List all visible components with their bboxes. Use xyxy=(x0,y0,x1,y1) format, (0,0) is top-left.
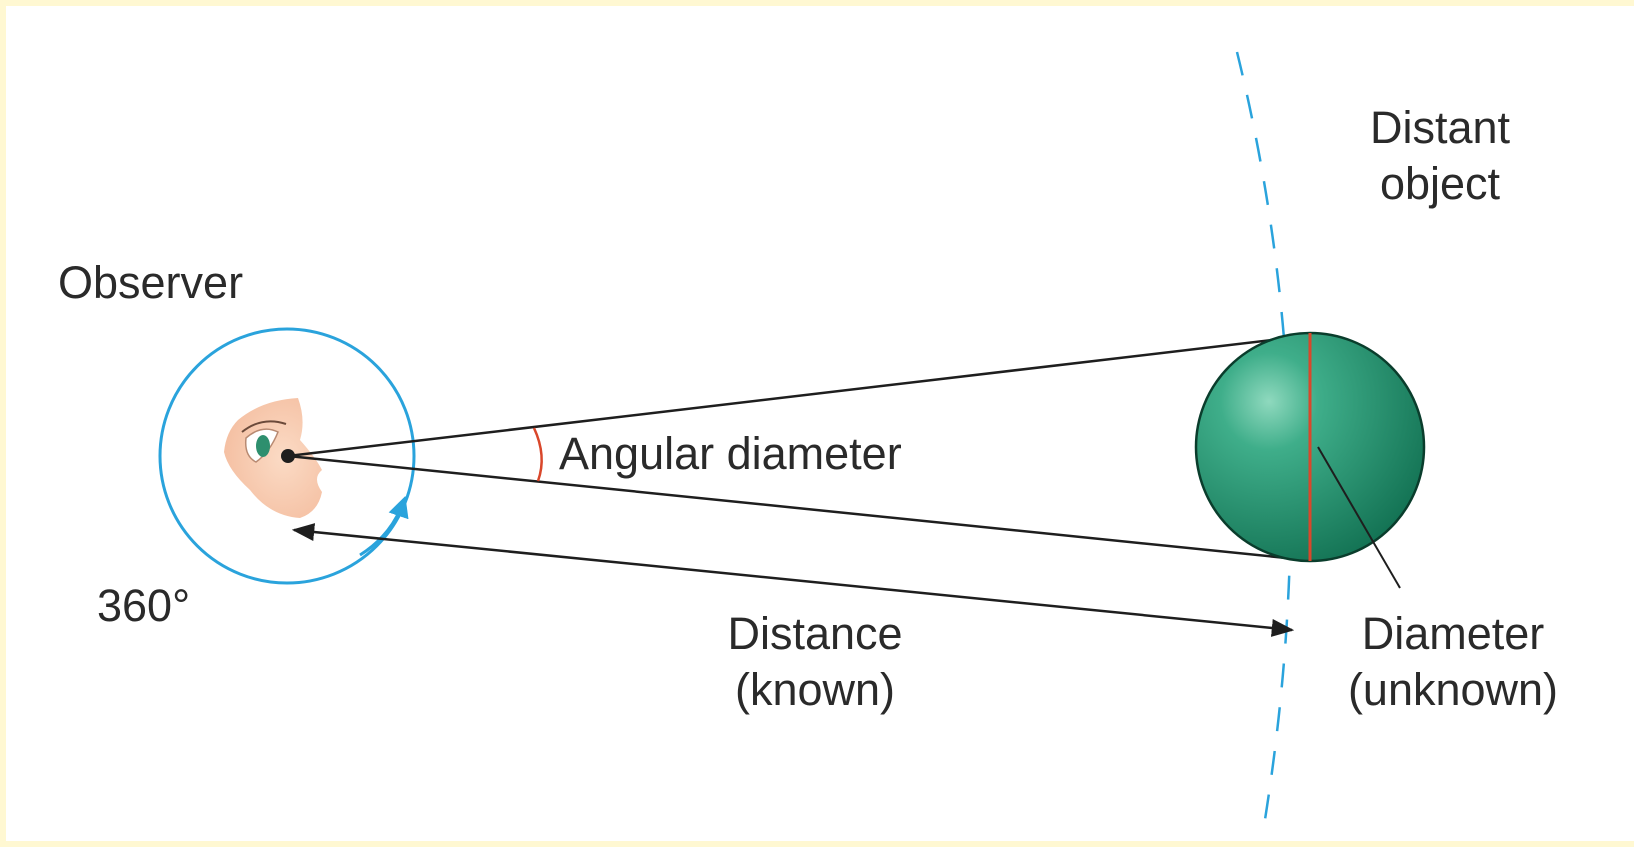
diameter-leader xyxy=(1317,446,1401,589)
observer-circle xyxy=(158,327,416,585)
observer-point xyxy=(281,449,295,463)
eye-icon xyxy=(224,398,322,518)
full-circle-label: 360° xyxy=(97,580,191,631)
diameter-label-line2: (unknown) xyxy=(1347,664,1559,715)
distance-label: Distance (known) xyxy=(680,606,950,718)
sight-line-top xyxy=(287,334,1307,458)
distance-arc-dashed xyxy=(1235,51,1292,839)
distance-label-line1: Distance xyxy=(727,608,903,659)
distance-label-line2: (known) xyxy=(734,664,896,715)
distance-arrow xyxy=(291,523,1295,637)
distant-object-label-line1: Distant xyxy=(1369,102,1511,153)
diameter-label-line1: Diameter xyxy=(1361,608,1545,659)
angle-arc xyxy=(532,427,543,482)
distant-object-label: Distant object xyxy=(1340,100,1540,212)
observer-label: Observer xyxy=(58,257,244,308)
diameter-label: Diameter (unknown) xyxy=(1318,606,1588,718)
distant-object-label-line2: object xyxy=(1379,158,1501,209)
angular-diameter-label: Angular diameter xyxy=(559,428,902,479)
observer-circle-arrow xyxy=(359,496,409,557)
